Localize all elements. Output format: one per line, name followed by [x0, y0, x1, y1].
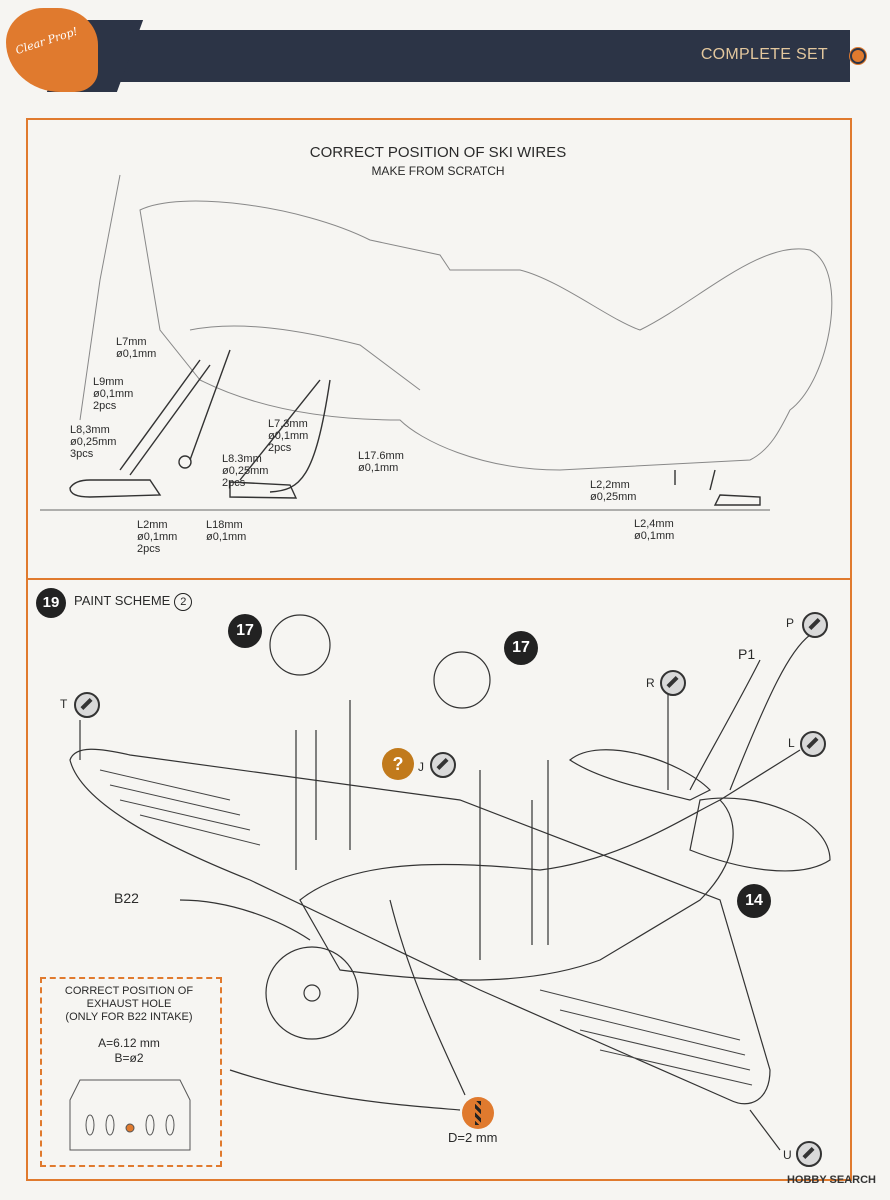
wing-edge-line	[79, 174, 121, 421]
paint-scheme-text: PAINT SCHEME	[74, 593, 171, 608]
part-p1-label: P1	[738, 646, 756, 662]
tail-ski	[713, 494, 761, 506]
header-bar	[92, 30, 850, 82]
wing-rib	[539, 989, 741, 1041]
wheel-hub	[178, 455, 192, 469]
leader-l	[719, 749, 801, 801]
ski-section-title: CORRECT POSITION OF SKI WIRES	[309, 144, 567, 161]
paint-pot-icon	[660, 670, 686, 696]
wire-label: L7mm ø0,1mm	[116, 336, 157, 360]
exhaust-detail-box	[40, 977, 222, 1167]
leader-u	[749, 1109, 781, 1151]
main-wing-outline	[69, 748, 771, 1105]
wire-label: L9mm ø0,1mm 2pcs	[93, 376, 134, 412]
wing-rib	[559, 1009, 746, 1056]
callout-u-label: U	[783, 1148, 792, 1162]
wing-rib	[599, 1049, 753, 1086]
strut-wire-2	[129, 364, 211, 476]
wire-label: L2,4mm ø0,1mm	[634, 518, 675, 542]
header-dot-icon	[850, 48, 866, 64]
exhaust-dim-a: A=6.12 mm	[98, 1036, 160, 1050]
question-icon: ?	[382, 748, 414, 780]
leader-p1	[689, 659, 761, 791]
ski-wires-panel	[26, 118, 852, 580]
paint-pot-icon	[802, 612, 828, 638]
wire-label: L17.6mm ø0,1mm	[358, 450, 404, 474]
leader-drill	[229, 1069, 461, 1111]
ref-step-badge: 17	[228, 614, 262, 648]
ref-step-badge: 14	[737, 884, 771, 918]
lower-wing-outline	[189, 325, 421, 391]
wire-label: L18mm ø0,1mm	[206, 519, 247, 543]
leader-b22	[179, 899, 311, 941]
fuselage-body	[299, 799, 734, 981]
wing-rib	[119, 799, 251, 831]
callout-t-label: T	[60, 697, 68, 711]
drill-icon	[462, 1097, 494, 1129]
engine-cowling	[265, 946, 359, 1040]
callout-r-label: R	[646, 676, 655, 690]
ski-wire-long	[269, 379, 331, 493]
right-ski	[229, 481, 298, 499]
wire-label: L2mm ø0,1mm 2pcs	[137, 519, 178, 555]
tail-plane-left	[568, 749, 712, 801]
callout-l-label: L	[788, 736, 795, 750]
wing-rib	[109, 784, 241, 816]
strut-wire-1	[119, 359, 201, 471]
step-19-panel	[26, 577, 852, 1181]
paint-pot-icon	[74, 692, 100, 718]
wire-label: L2,2mm ø0,25mm	[590, 479, 637, 503]
paint-scheme-number: 2	[174, 593, 193, 611]
wire-label: L8.3mm ø0,25mm 2pcs	[222, 453, 269, 489]
right-wheel	[433, 651, 491, 709]
fuselage-outline	[139, 200, 833, 471]
wing-rib	[99, 769, 231, 801]
drill-size-label: D=2 mm	[448, 1130, 498, 1145]
wire-label: L7.3mm ø0,1mm 2pcs	[268, 418, 309, 454]
engine-hub	[303, 984, 321, 1002]
leader-drill-2	[389, 899, 466, 1096]
tail-wire-b	[709, 469, 716, 491]
callout-p-label: P	[786, 616, 795, 630]
callout-j-label: J	[418, 760, 424, 774]
paint-pot-icon	[430, 752, 456, 778]
strut-wire-4	[239, 379, 321, 481]
wing-rib	[139, 814, 261, 846]
leader-p	[729, 634, 811, 791]
wing-rib	[579, 1029, 751, 1071]
strut-wire-3	[189, 349, 231, 461]
watermark: HOBBY SEARCH	[786, 1174, 876, 1186]
left-wheel	[269, 614, 331, 676]
part-b22-label: B22	[114, 890, 139, 906]
paint-pot-icon	[796, 1141, 822, 1167]
wire-label: L8,3mm ø0,25mm 3pcs	[70, 424, 117, 460]
page-title: COMPLETE SET	[700, 46, 828, 63]
exhaust-detail-title: CORRECT POSITION OF EXHAUST HOLE (ONLY F…	[64, 985, 194, 1023]
ski-section-subtitle: MAKE FROM SCRATCH	[371, 164, 505, 178]
exhaust-dim-b: B=ø2	[114, 1051, 144, 1065]
tail-plane-right	[689, 797, 831, 872]
step-number-badge: 19	[36, 588, 66, 618]
ref-step-badge: 17	[504, 631, 538, 665]
paint-pot-icon	[800, 731, 826, 757]
left-ski	[69, 479, 162, 498]
